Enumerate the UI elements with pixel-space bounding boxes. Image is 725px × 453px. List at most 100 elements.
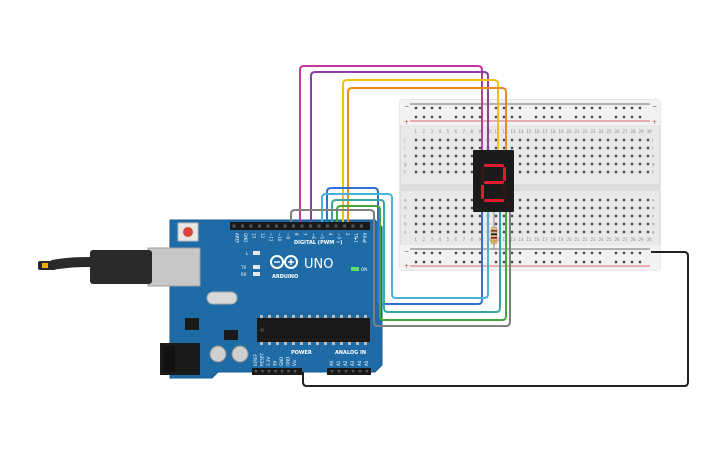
breadboard-hole[interactable]: [470, 198, 474, 202]
breadboard-hole[interactable]: [414, 138, 418, 142]
rail-hole[interactable]: [574, 106, 578, 110]
breadboard-hole[interactable]: [646, 230, 650, 234]
breadboard-hole[interactable]: [566, 198, 570, 202]
breadboard-hole[interactable]: [454, 170, 458, 174]
rail-hole[interactable]: [438, 106, 442, 110]
breadboard-hole[interactable]: [438, 162, 442, 166]
rail-hole[interactable]: [518, 115, 522, 119]
breadboard-hole[interactable]: [622, 198, 626, 202]
breadboard-hole[interactable]: [590, 154, 594, 158]
breadboard-hole[interactable]: [422, 198, 426, 202]
breadboard-hole[interactable]: [598, 206, 602, 210]
breadboard-hole[interactable]: [638, 198, 642, 202]
breadboard-hole[interactable]: [630, 138, 634, 142]
breadboard-hole[interactable]: [582, 162, 586, 166]
breadboard-hole[interactable]: [646, 170, 650, 174]
rail-hole[interactable]: [590, 106, 594, 110]
breadboard-hole[interactable]: [534, 138, 538, 142]
breadboard-hole[interactable]: [430, 230, 434, 234]
breadboard-hole[interactable]: [438, 170, 442, 174]
breadboard-hole[interactable]: [614, 138, 618, 142]
breadboard-hole[interactable]: [614, 154, 618, 158]
breadboard-hole[interactable]: [542, 138, 546, 142]
rail-hole[interactable]: [582, 115, 586, 119]
rail-hole[interactable]: [622, 260, 626, 264]
breadboard-hole[interactable]: [502, 138, 506, 142]
breadboard-hole[interactable]: [422, 222, 426, 226]
breadboard-hole[interactable]: [422, 230, 426, 234]
breadboard-hole[interactable]: [446, 222, 450, 226]
breadboard-hole[interactable]: [574, 230, 578, 234]
header-pin[interactable]: [249, 224, 253, 228]
breadboard-hole[interactable]: [558, 230, 562, 234]
breadboard-hole[interactable]: [470, 162, 474, 166]
breadboard-hole[interactable]: [550, 222, 554, 226]
rail-hole[interactable]: [462, 260, 466, 264]
rail-hole[interactable]: [510, 251, 514, 255]
breadboard-hole[interactable]: [446, 214, 450, 218]
breadboard-hole[interactable]: [582, 170, 586, 174]
breadboard-hole[interactable]: [470, 206, 474, 210]
rail-hole[interactable]: [462, 251, 466, 255]
breadboard-hole[interactable]: [598, 214, 602, 218]
breadboard-hole[interactable]: [518, 162, 522, 166]
rail-hole[interactable]: [438, 251, 442, 255]
breadboard-hole[interactable]: [614, 222, 618, 226]
breadboard-hole[interactable]: [494, 214, 498, 218]
breadboard-hole[interactable]: [550, 146, 554, 150]
breadboard-hole[interactable]: [534, 206, 538, 210]
wire-gray[interactable]: [290, 209, 511, 327]
breadboard-hole[interactable]: [446, 170, 450, 174]
breadboard-hole[interactable]: [438, 206, 442, 210]
breadboard-hole[interactable]: [574, 198, 578, 202]
breadboard-hole[interactable]: [430, 170, 434, 174]
breadboard-hole[interactable]: [606, 214, 610, 218]
breadboard-hole[interactable]: [630, 206, 634, 210]
breadboard-hole[interactable]: [646, 222, 650, 226]
breadboard-hole[interactable]: [526, 138, 530, 142]
breadboard-hole[interactable]: [534, 170, 538, 174]
rail-hole[interactable]: [502, 251, 506, 255]
wire-magenta[interactable]: [299, 65, 483, 222]
rail-hole[interactable]: [550, 106, 554, 110]
breadboard-hole[interactable]: [574, 206, 578, 210]
breadboard-hole[interactable]: [454, 230, 458, 234]
breadboard-hole[interactable]: [638, 230, 642, 234]
breadboard-hole[interactable]: [438, 138, 442, 142]
breadboard-hole[interactable]: [462, 154, 466, 158]
breadboard-hole[interactable]: [454, 222, 458, 226]
rail-hole[interactable]: [470, 251, 474, 255]
breadboard[interactable]: − + − + − + 1122334455667788991010111112…: [399, 99, 661, 271]
breadboard-hole[interactable]: [462, 214, 466, 218]
breadboard-hole[interactable]: [582, 138, 586, 142]
breadboard-hole[interactable]: [510, 222, 514, 226]
breadboard-hole[interactable]: [582, 198, 586, 202]
header-pin[interactable]: [241, 224, 244, 228]
header-pin[interactable]: [344, 370, 348, 373]
wire-purple[interactable]: [310, 71, 489, 222]
rail-hole[interactable]: [494, 115, 498, 119]
breadboard-hole[interactable]: [526, 214, 530, 218]
rail-hole[interactable]: [582, 260, 586, 264]
breadboard-hole[interactable]: [558, 214, 562, 218]
breadboard-hole[interactable]: [518, 198, 522, 202]
rail-hole[interactable]: [630, 115, 634, 119]
rail-hole[interactable]: [574, 251, 578, 255]
breadboard-hole[interactable]: [414, 230, 418, 234]
breadboard-hole[interactable]: [558, 170, 562, 174]
breadboard-hole[interactable]: [510, 230, 514, 234]
breadboard-hole[interactable]: [630, 222, 634, 226]
breadboard-hole[interactable]: [430, 146, 434, 150]
breadboard-hole[interactable]: [630, 154, 634, 158]
breadboard-hole[interactable]: [574, 146, 578, 150]
breadboard-hole[interactable]: [414, 170, 418, 174]
breadboard-hole[interactable]: [510, 146, 514, 150]
breadboard-hole[interactable]: [542, 222, 546, 226]
breadboard-hole[interactable]: [510, 214, 514, 218]
breadboard-hole[interactable]: [606, 198, 610, 202]
rail-hole[interactable]: [438, 115, 442, 119]
breadboard-hole[interactable]: [638, 214, 642, 218]
rail-hole[interactable]: [518, 106, 522, 110]
breadboard-hole[interactable]: [558, 138, 562, 142]
breadboard-hole[interactable]: [462, 138, 466, 142]
